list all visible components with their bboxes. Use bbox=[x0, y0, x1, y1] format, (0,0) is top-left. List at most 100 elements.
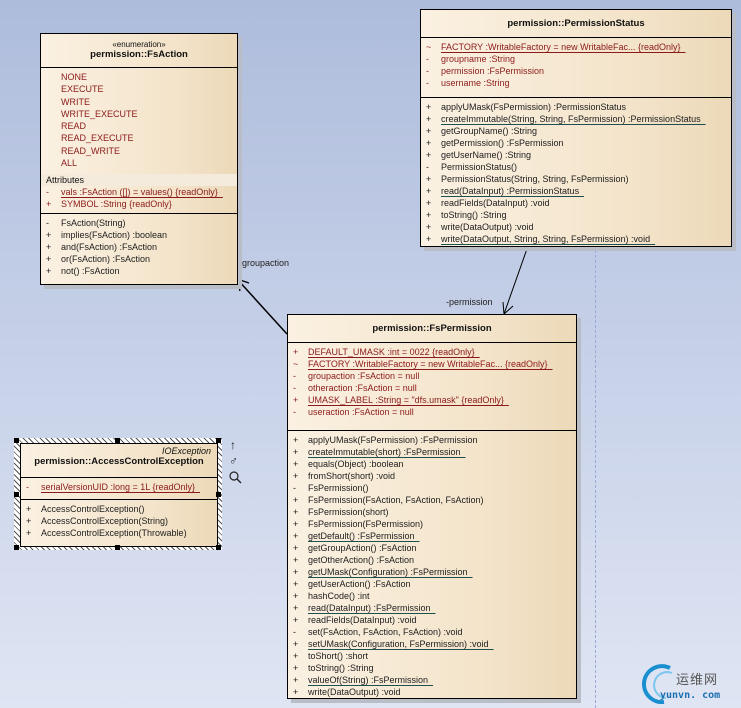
attribute-row[interactable]: -serialVersionUID :long = 1L {readOnly} bbox=[21, 481, 217, 493]
operation-text: fromShort(short) :void bbox=[308, 471, 396, 481]
attribute-row[interactable]: +SYMBOL :String {readOnly} bbox=[41, 198, 237, 210]
operation-row[interactable]: +write(DataOutput) :void bbox=[288, 686, 576, 698]
resize-handle[interactable] bbox=[14, 545, 19, 550]
operation-row[interactable]: +FsPermission(short) bbox=[288, 506, 576, 518]
attribute-text: DEFAULT_UMASK :int = 0022 {readOnly} bbox=[308, 347, 480, 357]
operation-text: PermissionStatus(String, String, FsPermi… bbox=[441, 174, 629, 184]
operation-text: getGroupAction() :FsAction bbox=[308, 543, 417, 553]
class-fspermission[interactable]: permission::FsPermission +DEFAULT_UMASK … bbox=[287, 314, 577, 699]
enum-literal[interactable]: READ bbox=[61, 121, 87, 132]
operation-row[interactable]: +getUMask(Configuration) :FsPermission bbox=[288, 566, 576, 578]
operation-row[interactable]: +fromShort(short) :void bbox=[288, 470, 576, 482]
operation-row[interactable]: +getUserAction() :FsAction bbox=[288, 578, 576, 590]
operation-row[interactable]: +toShort() :short bbox=[288, 650, 576, 662]
class-name: permission::FsPermission bbox=[288, 315, 576, 343]
operation-text: AccessControlException() bbox=[41, 504, 145, 514]
operation-text: getGroupName() :String bbox=[441, 126, 538, 136]
attribute-row[interactable]: -useraction :FsAction = null bbox=[288, 406, 576, 418]
operation-row[interactable]: +applyUMask(FsPermission) :PermissionSta… bbox=[421, 101, 731, 113]
resize-handle[interactable] bbox=[14, 438, 19, 443]
operation-row[interactable]: +implies(FsAction) :boolean bbox=[41, 229, 237, 241]
enum-literal[interactable]: READ_EXECUTE bbox=[61, 133, 134, 144]
enum-literal[interactable]: ALL bbox=[61, 158, 78, 169]
resize-handle[interactable] bbox=[216, 438, 221, 443]
operation-row[interactable]: +AccessControlException(Throwable) bbox=[21, 527, 217, 539]
operation-row[interactable]: -FsAction(String) bbox=[41, 217, 237, 229]
resize-handle[interactable] bbox=[216, 545, 221, 550]
resize-handle[interactable] bbox=[14, 492, 19, 497]
operation-row[interactable]: +getUserName() :String bbox=[421, 149, 731, 161]
operation-row[interactable]: +write(DataOutput) :void bbox=[421, 221, 731, 233]
enum-literal[interactable]: NONE bbox=[61, 72, 88, 82]
operation-row[interactable]: +getDefault() :FsPermission bbox=[288, 530, 576, 542]
operation-row[interactable]: -FsPermission() bbox=[288, 482, 576, 494]
visibility-marker: - bbox=[46, 218, 49, 229]
enum-literal[interactable]: WRITE bbox=[61, 96, 90, 107]
association-groupaction[interactable] bbox=[236, 278, 288, 335]
attribute-row[interactable]: -vals :FsAction ([]) = values() {readOnl… bbox=[41, 186, 237, 198]
operation-row[interactable]: -set(FsAction, FsAction, FsAction) :void bbox=[288, 626, 576, 638]
enum-literal[interactable]: READ_WRITE bbox=[61, 145, 121, 156]
watermark-logo-icon bbox=[642, 664, 673, 704]
attributes-section: -serialVersionUID :long = 1L {readOnly} bbox=[21, 478, 217, 499]
operation-row[interactable]: +or(FsAction) :FsAction bbox=[41, 253, 237, 265]
operation-text: equals(Object) :boolean bbox=[308, 459, 404, 469]
operation-row[interactable]: +readFields(DataInput) :void bbox=[288, 614, 576, 626]
operation-row[interactable]: +getPermission() :FsPermission bbox=[421, 137, 731, 149]
operation-row[interactable]: +setUMask(Configuration, FsPermission) :… bbox=[288, 638, 576, 650]
attribute-text: vals :FsAction ([]) = values() {readOnly… bbox=[61, 187, 223, 198]
operation-text: toString() :String bbox=[308, 663, 374, 673]
enum-literal[interactable]: EXECUTE bbox=[61, 84, 104, 95]
visibility-marker: + bbox=[426, 150, 432, 160]
resize-handle[interactable] bbox=[115, 438, 120, 443]
attribute-row[interactable]: +UMASK_LABEL :String = "dfs.umask" {read… bbox=[288, 394, 576, 406]
operation-row[interactable]: +valueOf(String) :FsPermission bbox=[288, 674, 576, 686]
attribute-row[interactable]: -otheraction :FsAction = null bbox=[288, 382, 576, 394]
operation-row[interactable]: +toString() :String bbox=[421, 209, 731, 221]
operation-row[interactable]: +read(DataInput) :PermissionStatus bbox=[421, 185, 731, 197]
visibility-marker: + bbox=[426, 234, 432, 244]
operation-row[interactable]: +toString() :String bbox=[288, 662, 576, 674]
arrow-up-icon[interactable]: ↑ bbox=[230, 438, 236, 452]
operation-row[interactable]: +getGroupAction() :FsAction bbox=[288, 542, 576, 554]
operation-row[interactable]: +AccessControlException(String) bbox=[21, 515, 217, 527]
visibility-marker: + bbox=[293, 459, 299, 469]
visibility-marker: - bbox=[426, 162, 429, 172]
operation-row[interactable]: + equals(Object) :boolean bbox=[288, 458, 576, 470]
class-permissionstatus[interactable]: permission::PermissionStatus ~FACTORY :W… bbox=[420, 9, 732, 247]
resize-handle[interactable] bbox=[216, 492, 221, 497]
operation-row[interactable]: +hashCode() :int bbox=[288, 590, 576, 602]
operation-row[interactable]: +read(DataInput) :FsPermission bbox=[288, 602, 576, 614]
enum-literal[interactable]: WRITE_EXECUTE bbox=[61, 108, 138, 119]
operation-row[interactable]: +AccessControlException() bbox=[21, 503, 217, 515]
operation-row[interactable]: +readFields(DataInput) :void bbox=[421, 197, 731, 209]
operation-row[interactable]: -PermissionStatus() bbox=[421, 161, 731, 173]
operation-row[interactable]: +write(DataOutput, String, String, FsPer… bbox=[421, 233, 731, 245]
resize-handle[interactable] bbox=[115, 545, 120, 550]
attribute-row[interactable]: -username :String bbox=[421, 77, 731, 89]
watermark-text-en: yunvn. com bbox=[660, 690, 721, 701]
link-icon[interactable]: ♂ bbox=[229, 454, 238, 468]
role-label-groupaction: -groupaction bbox=[239, 258, 290, 268]
operation-row[interactable]: +getGroupName() :String bbox=[421, 125, 731, 137]
class-accesscontrolexception[interactable]: IOException permission::AccessControlExc… bbox=[20, 443, 218, 547]
association-permission[interactable] bbox=[502, 245, 529, 316]
attribute-row[interactable]: ~FACTORY :WritableFactory = new Writable… bbox=[421, 41, 731, 53]
operation-row[interactable]: +createImmutable(short) :FsPermission bbox=[288, 446, 576, 458]
operation-row[interactable]: +createImmutable(String, String, FsPermi… bbox=[421, 113, 731, 125]
operation-row[interactable]: +applyUMask(FsPermission) :FsPermission bbox=[288, 434, 576, 446]
attribute-row[interactable]: +DEFAULT_UMASK :int = 0022 {readOnly} bbox=[288, 346, 576, 358]
attribute-row[interactable]: -groupname :String bbox=[421, 53, 731, 65]
operation-row[interactable]: +FsPermission(FsAction, FsAction, FsActi… bbox=[288, 494, 576, 506]
operation-row[interactable]: +PermissionStatus(String, String, FsPerm… bbox=[421, 173, 731, 185]
attribute-row[interactable]: -permission :FsPermission bbox=[421, 65, 731, 77]
visibility-marker: + bbox=[293, 519, 299, 529]
operation-row[interactable]: +getOtherAction() :FsAction bbox=[288, 554, 576, 566]
operation-row[interactable]: +FsPermission(FsPermission) bbox=[288, 518, 576, 530]
attribute-row[interactable]: -groupaction :FsAction = null bbox=[288, 370, 576, 382]
magnifier-icon[interactable] bbox=[229, 471, 242, 486]
attribute-row[interactable]: ~FACTORY :WritableFactory = new Writable… bbox=[288, 358, 576, 370]
operation-row[interactable]: +not() :FsAction bbox=[41, 265, 237, 277]
operation-row[interactable]: +and(FsAction) :FsAction bbox=[41, 241, 237, 253]
